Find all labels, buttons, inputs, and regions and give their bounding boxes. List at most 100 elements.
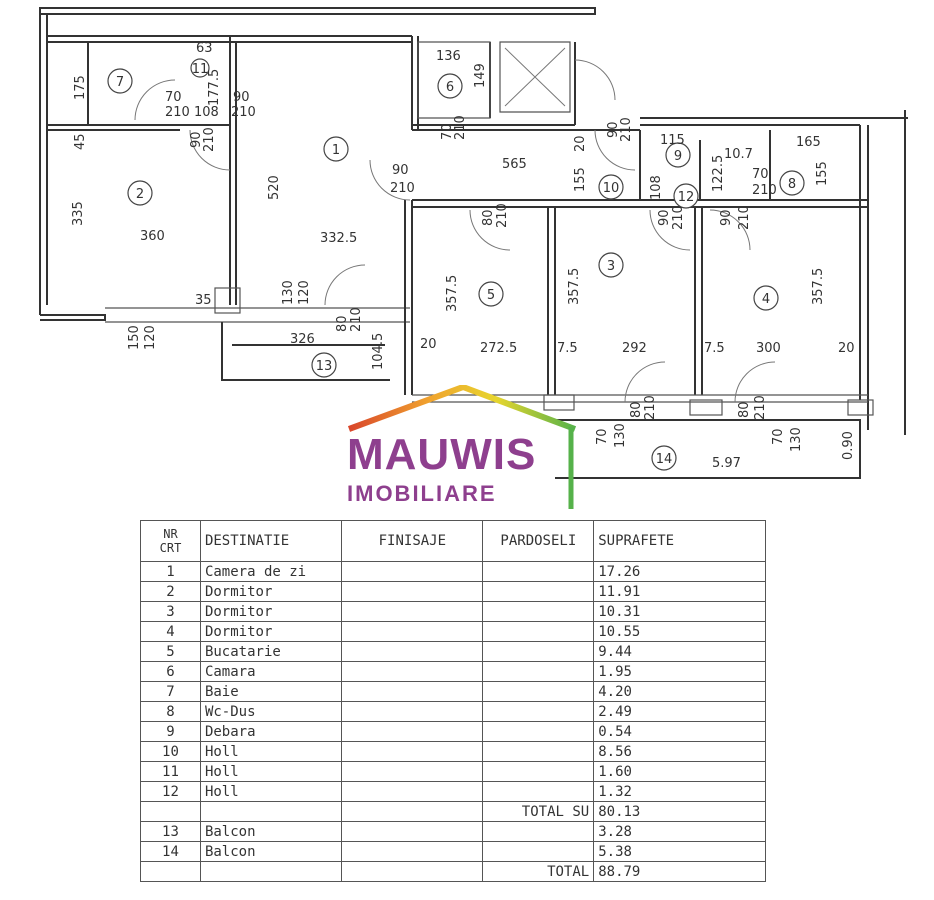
floor-plan: 1 2 3 4 5 6 7 8 9 10 11 12 13 14 63 175 … [39, 7, 908, 479]
row-area: 3.28 [593, 821, 766, 842]
row-pardoseli [482, 641, 595, 662]
door-arcs [134, 59, 776, 403]
total-empty [341, 861, 484, 882]
row-finisaje [341, 721, 484, 742]
total-value: 88.79 [593, 861, 766, 882]
dim-label: 90 [657, 209, 672, 226]
row-finisaje [341, 761, 484, 782]
row-pardoseli [482, 781, 595, 802]
dim-label: 210 [231, 105, 256, 120]
dim-label: 70 [595, 428, 610, 445]
dim-label: 90 [606, 121, 621, 138]
dim-label: 7.5 [704, 341, 725, 356]
col-destinatie-header: DESTINATIE [199, 520, 343, 562]
row-area: 10.55 [593, 621, 766, 642]
dim-label: 80 [335, 315, 350, 332]
dim-label: 10.7 [724, 147, 753, 162]
dimension-labels: 63 175 177.5 136 149 70 210 108 90 210 9… [71, 41, 856, 471]
total-label: TOTAL [482, 861, 595, 882]
dim-label: 292 [622, 341, 647, 356]
dim-label: 155 [573, 167, 588, 192]
row-destination: Holl [199, 781, 343, 802]
dim-label: 357.5 [567, 268, 582, 305]
dim-label: 70 [771, 428, 786, 445]
brand-subtitle: IMOBILIARE [347, 481, 497, 506]
dim-label: 272.5 [480, 341, 517, 356]
total-empty [140, 801, 201, 822]
col-suprafete-header: SUPRAFETE [593, 520, 766, 562]
row-pardoseli [482, 581, 595, 602]
row-finisaje [341, 601, 484, 622]
row-number: 3 [140, 601, 201, 622]
total-empty [199, 861, 343, 882]
row-area: 1.95 [593, 661, 766, 682]
dim-label: 115 [660, 133, 685, 148]
total-label: TOTAL SU [482, 801, 595, 822]
room-number: 3 [607, 259, 615, 274]
row-number: 14 [140, 841, 201, 862]
room-number: 7 [116, 75, 124, 90]
row-pardoseli [482, 761, 595, 782]
row-area: 17.26 [593, 561, 766, 582]
row-destination: Baie [199, 681, 343, 702]
dim-label: 20 [838, 341, 855, 356]
dim-label: 360 [140, 229, 165, 244]
row-destination: Dormitor [199, 581, 343, 602]
row-destination: Balcon [199, 821, 343, 842]
dim-label: 149 [473, 63, 488, 88]
row-finisaje [341, 701, 484, 722]
row-area: 9.44 [593, 641, 766, 662]
dim-label: 175 [73, 75, 88, 100]
dim-label: 63 [196, 41, 213, 56]
dim-label: 90 [189, 131, 204, 148]
row-finisaje [341, 581, 484, 602]
row-destination: Debara [199, 721, 343, 742]
row-pardoseli [482, 821, 595, 842]
dim-label: 210 [165, 105, 190, 120]
dim-label: 130 [613, 423, 628, 448]
row-pardoseli [482, 841, 595, 862]
row-number: 7 [140, 681, 201, 702]
dim-label: 70 [440, 123, 455, 140]
row-pardoseli [482, 681, 595, 702]
room-number: 11 [192, 62, 209, 77]
brand-name: MAUWIS [347, 430, 537, 479]
dim-label: 210 [619, 117, 634, 142]
row-number: 2 [140, 581, 201, 602]
dim-label: 210 [495, 203, 510, 228]
dim-label: 90 [719, 209, 734, 226]
dim-label: 130 [281, 280, 296, 305]
row-number: 10 [140, 741, 201, 762]
total-empty [199, 801, 343, 822]
area-table: NR CRT DESTINATIE FINISAJE PARDOSELI SUP… [140, 520, 766, 882]
room-number: 12 [678, 190, 695, 205]
dim-label: 7.5 [557, 341, 578, 356]
total-empty [341, 801, 484, 822]
room-number: 2 [136, 187, 144, 202]
dim-label: 332.5 [320, 231, 357, 246]
brand-logo: MAUWIS IMOBILIARE [343, 385, 593, 520]
row-pardoseli [482, 601, 595, 622]
row-number: 5 [140, 641, 201, 662]
dim-label: 120 [297, 280, 312, 305]
row-pardoseli [482, 741, 595, 762]
dim-label: 136 [436, 49, 461, 64]
row-destination: Camara [199, 661, 343, 682]
dim-label: 210 [390, 181, 415, 196]
dim-label: 177.5 [207, 69, 222, 106]
dim-label: 80 [737, 401, 752, 418]
dim-label: 210 [752, 183, 777, 198]
dim-label: 210 [643, 395, 658, 420]
dim-label: 70 [165, 90, 182, 105]
row-area: 4.20 [593, 681, 766, 702]
room-number: 4 [762, 292, 770, 307]
row-finisaje [341, 821, 484, 842]
house-roof-icon [347, 385, 583, 515]
row-finisaje [341, 841, 484, 862]
row-destination: Bucatarie [199, 641, 343, 662]
